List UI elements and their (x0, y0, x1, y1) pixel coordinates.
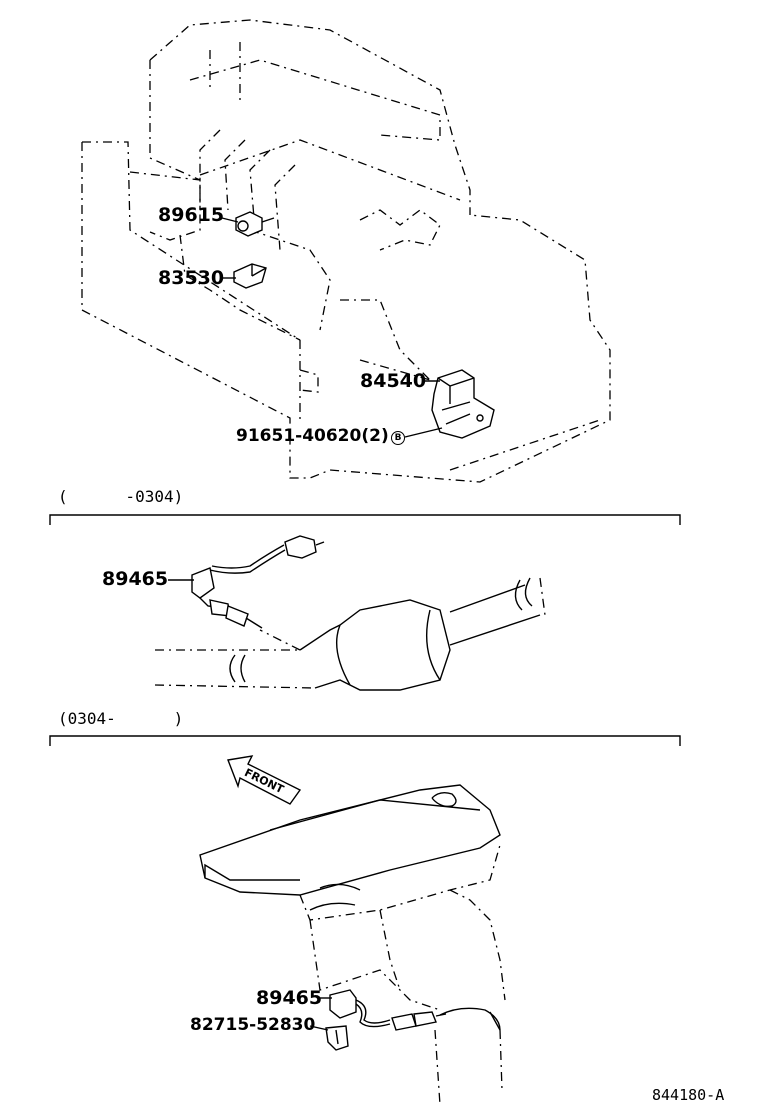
leader-89615 (221, 217, 239, 223)
exhaust-pipe-1-drawing (154, 577, 546, 691)
engine-cover-drawing (199, 784, 506, 1106)
section-label-upto-0304: ( -0304) (58, 487, 184, 506)
part-label-84540: 84540 (360, 370, 427, 392)
oxygen-sensor-89465-lower-drawing (329, 989, 447, 1031)
front-arrow (227, 755, 302, 805)
oxygen-sensor-89465-upper-drawing (191, 535, 325, 629)
part-label-83530: 83530 (158, 267, 225, 289)
sensor-84540-drawing (431, 369, 495, 439)
sensor-89615-drawing (235, 211, 275, 237)
figure-id: 844180-A (652, 1086, 725, 1104)
switch-83530-drawing (233, 263, 267, 289)
bracket-82715-drawing (325, 1025, 349, 1051)
bolt-badge-icon: B (391, 431, 405, 445)
section-bracket-1 (49, 514, 681, 525)
leader-91651 (404, 427, 443, 438)
section-label-from-0304: (0304- ) (58, 709, 184, 728)
part-label-82715-52830: 82715-52830 (190, 1015, 316, 1035)
leader-82715 (309, 1025, 329, 1031)
part-label-89465-lower: 89465 (256, 987, 323, 1009)
part-label-91651-40620: 91651-40620(2) (236, 426, 389, 446)
part-label-89615: 89615 (158, 204, 225, 226)
engine-illustration (81, 19, 611, 483)
section-bracket-2 (49, 735, 681, 746)
part-label-89465-upper: 89465 (102, 568, 169, 590)
